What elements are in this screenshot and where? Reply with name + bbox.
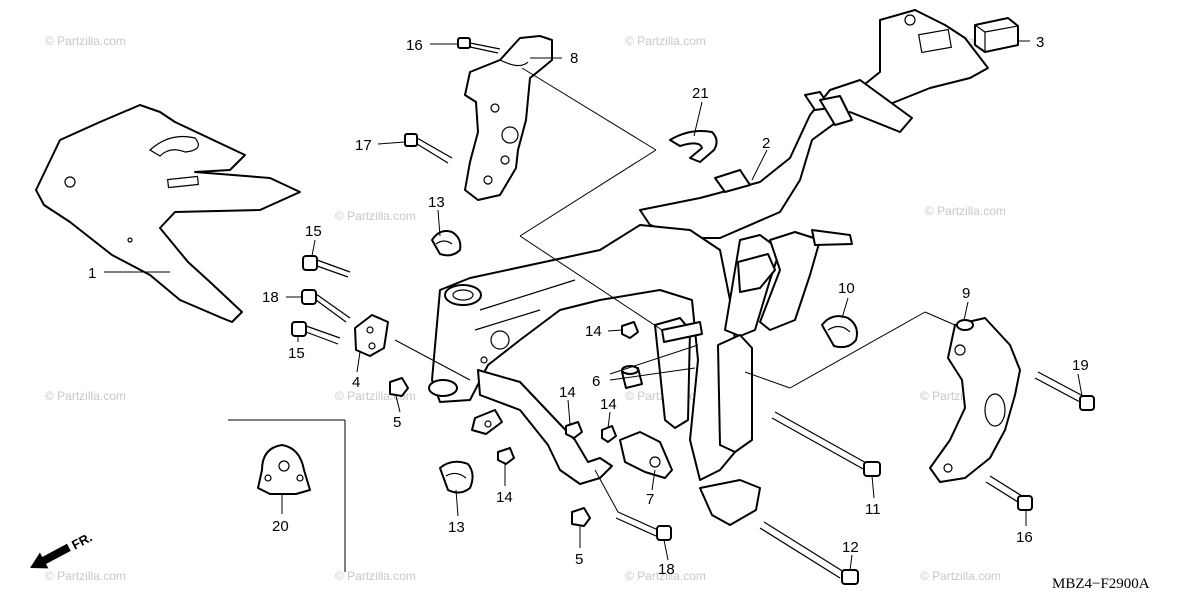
callout-6: 6 bbox=[592, 373, 600, 390]
watermark: © Partzilla.com bbox=[625, 569, 706, 583]
callout-4: 4 bbox=[352, 374, 360, 391]
callout-20: 20 bbox=[272, 518, 289, 535]
part-19-bolt bbox=[1034, 371, 1095, 411]
diagram-code: MBZ4−F2900A bbox=[1052, 576, 1150, 592]
part-14-nut bbox=[601, 425, 617, 443]
part-14-nut bbox=[621, 321, 639, 339]
arrow-icon bbox=[30, 543, 71, 569]
callout-15: 15 bbox=[305, 223, 322, 240]
leader-lines bbox=[104, 40, 1083, 571]
watermark: © Partzilla.com bbox=[45, 569, 126, 583]
watermark: © Partzilla.com bbox=[625, 34, 706, 48]
part-14-nut bbox=[497, 447, 515, 465]
callout-18: 18 bbox=[658, 561, 675, 578]
callout-19: 19 bbox=[1072, 357, 1089, 374]
callout-18: 18 bbox=[262, 289, 279, 306]
callout-10: 10 bbox=[838, 280, 855, 297]
callout-9: 9 bbox=[962, 285, 970, 302]
part-21-band bbox=[669, 130, 718, 163]
callout-1: 1 bbox=[88, 265, 96, 282]
callout-14: 14 bbox=[559, 384, 576, 401]
watermark: © Partzilla.com bbox=[335, 209, 416, 223]
part-1-plate bbox=[35, 104, 301, 323]
callout-14: 14 bbox=[585, 323, 602, 340]
watermark: © Partzilla.com bbox=[45, 389, 126, 403]
part-3-pad bbox=[974, 17, 1019, 53]
watermark: © Partzilla.com bbox=[335, 569, 416, 583]
part-16-bolt bbox=[457, 37, 501, 54]
part-20-plate bbox=[257, 444, 311, 495]
inset-border bbox=[228, 419, 346, 572]
callouts: 1 2 3 4 5 5 6 7 8 9 10 11 12 13 13 14 14… bbox=[88, 34, 1089, 578]
callout-8: 8 bbox=[570, 50, 578, 67]
part-5-nut bbox=[389, 377, 409, 397]
callout-14: 14 bbox=[496, 489, 513, 506]
callout-14: 14 bbox=[600, 396, 617, 413]
part-18-bolt-lower bbox=[615, 511, 672, 541]
direction-label: FR. bbox=[69, 529, 95, 552]
part-14-nut bbox=[565, 421, 583, 439]
callout-3: 3 bbox=[1036, 34, 1044, 51]
callout-13: 13 bbox=[448, 519, 465, 536]
callout-16: 16 bbox=[406, 37, 423, 54]
part-13-clamp-lower bbox=[439, 460, 474, 494]
part-10-clamp bbox=[821, 315, 858, 349]
part-18-bolt-left bbox=[301, 289, 351, 323]
watermark: © Partzilla.com bbox=[920, 569, 1001, 583]
callout-13: 13 bbox=[428, 194, 445, 211]
part-13-clamp bbox=[431, 230, 462, 257]
part-15-bolt-lower bbox=[291, 321, 341, 345]
part-17-bolt bbox=[404, 133, 453, 164]
part-16-bolt-right bbox=[985, 475, 1033, 511]
watermark: © Partzilla.com bbox=[925, 204, 1006, 218]
callout-15: 15 bbox=[288, 345, 305, 362]
callout-17: 17 bbox=[355, 137, 372, 154]
callout-5: 5 bbox=[393, 414, 401, 431]
part-15-bolt-upper bbox=[302, 255, 351, 278]
part-2-frame bbox=[428, 9, 989, 526]
callout-2: 2 bbox=[762, 135, 770, 152]
callout-16: 16 bbox=[1016, 529, 1033, 546]
callout-7: 7 bbox=[646, 491, 654, 508]
part-11-bolt bbox=[771, 411, 881, 477]
part-4-bracket bbox=[354, 314, 389, 357]
part-5-nut-lower bbox=[571, 507, 591, 527]
part-9-bracket bbox=[929, 317, 1021, 483]
part-8-bracket bbox=[464, 35, 553, 201]
callout-21: 21 bbox=[692, 85, 709, 102]
callout-12: 12 bbox=[842, 539, 859, 556]
callout-11: 11 bbox=[865, 501, 881, 518]
callout-5: 5 bbox=[575, 551, 583, 568]
part-headtube-fittings bbox=[471, 409, 503, 435]
watermark: © Partzilla.com bbox=[45, 34, 126, 48]
